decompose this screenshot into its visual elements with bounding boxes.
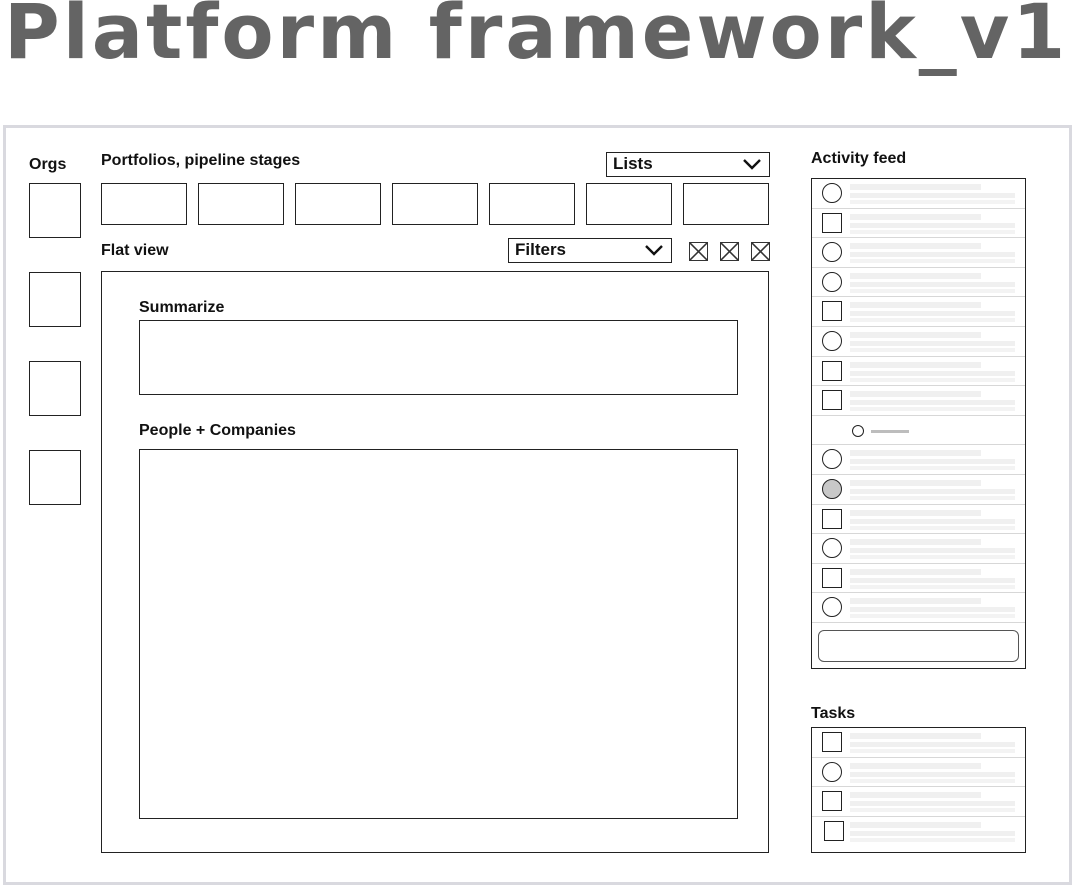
circle-icon bbox=[822, 271, 842, 292]
loading-dot-icon bbox=[852, 424, 864, 437]
summarize-box[interactable] bbox=[139, 320, 738, 395]
checkbox-x-icon[interactable] bbox=[720, 242, 739, 261]
circle-icon bbox=[822, 331, 842, 351]
activity-item[interactable] bbox=[812, 268, 1025, 298]
task-item[interactable] bbox=[812, 817, 1025, 847]
loading-bar bbox=[871, 429, 909, 433]
pipeline-stage-tile[interactable] bbox=[198, 183, 284, 225]
pipeline-stage-tile[interactable] bbox=[586, 183, 672, 225]
tasks-label: Tasks bbox=[811, 705, 856, 722]
pipeline-stage-tile[interactable] bbox=[683, 183, 769, 225]
people-companies-box[interactable] bbox=[139, 449, 738, 819]
task-item[interactable] bbox=[812, 758, 1025, 788]
circle-icon bbox=[822, 597, 842, 618]
square-icon bbox=[822, 791, 842, 812]
tasks-panel bbox=[811, 727, 1026, 853]
activity-item[interactable] bbox=[812, 357, 1025, 387]
loading-indicator-row bbox=[812, 416, 1025, 446]
activity-item[interactable] bbox=[812, 297, 1025, 327]
circle-icon bbox=[822, 538, 842, 559]
activity-item[interactable] bbox=[812, 179, 1025, 209]
lists-dropdown-label: Lists bbox=[613, 154, 653, 173]
task-item[interactable] bbox=[812, 787, 1025, 817]
portfolios-label: Portfolios, pipeline stages bbox=[101, 152, 301, 169]
activity-input[interactable] bbox=[818, 630, 1019, 662]
circle-icon bbox=[822, 242, 842, 263]
square-icon bbox=[822, 508, 842, 529]
activity-item[interactable] bbox=[812, 505, 1025, 535]
activity-item[interactable] bbox=[812, 209, 1025, 239]
pipeline-stage-tile[interactable] bbox=[392, 183, 478, 225]
activity-item[interactable] bbox=[812, 475, 1025, 505]
filters-dropdown[interactable]: Filters bbox=[508, 238, 672, 263]
activity-feed-panel bbox=[811, 178, 1026, 669]
checkbox-x-icon[interactable] bbox=[689, 242, 708, 261]
activity-item[interactable] bbox=[812, 238, 1025, 268]
square-icon bbox=[824, 820, 844, 841]
org-tile[interactable] bbox=[29, 272, 81, 327]
square-icon bbox=[822, 360, 842, 381]
people-companies-label: People + Companies bbox=[139, 422, 296, 439]
filters-dropdown-label: Filters bbox=[515, 240, 567, 259]
square-icon bbox=[822, 390, 842, 411]
org-tile[interactable] bbox=[29, 183, 81, 238]
activity-item[interactable] bbox=[812, 445, 1025, 475]
checkbox-x-icon[interactable] bbox=[751, 242, 770, 261]
org-tile[interactable] bbox=[29, 450, 81, 505]
activity-feed-label: Activity feed bbox=[811, 150, 907, 167]
activity-item[interactable] bbox=[812, 386, 1025, 416]
square-icon bbox=[822, 732, 842, 752]
pipeline-stage-tile[interactable] bbox=[295, 183, 381, 225]
lists-dropdown[interactable]: Lists bbox=[606, 152, 770, 177]
filled-circle-icon bbox=[822, 479, 842, 499]
circle-icon bbox=[822, 761, 842, 782]
pipeline-stage-tile[interactable] bbox=[489, 183, 575, 225]
chevron-down-icon bbox=[743, 159, 761, 170]
task-item[interactable] bbox=[812, 728, 1025, 758]
square-icon bbox=[822, 567, 842, 588]
flat-view-label: Flat view bbox=[101, 242, 169, 259]
activity-item[interactable] bbox=[812, 534, 1025, 564]
activity-item[interactable] bbox=[812, 564, 1025, 594]
page-title: Platform framework_v1 bbox=[4, 0, 1069, 76]
org-tile[interactable] bbox=[29, 361, 81, 416]
activity-item[interactable] bbox=[812, 593, 1025, 623]
summarize-label: Summarize bbox=[139, 299, 225, 316]
circle-icon bbox=[822, 449, 842, 470]
chevron-down-icon bbox=[645, 245, 663, 256]
activity-item[interactable] bbox=[812, 327, 1025, 357]
pipeline-stage-tile[interactable] bbox=[101, 183, 187, 225]
orgs-label: Orgs bbox=[29, 156, 67, 173]
circle-icon bbox=[822, 183, 842, 203]
square-icon bbox=[822, 301, 842, 322]
square-icon bbox=[822, 212, 842, 233]
wireframe-frame bbox=[3, 125, 1072, 885]
